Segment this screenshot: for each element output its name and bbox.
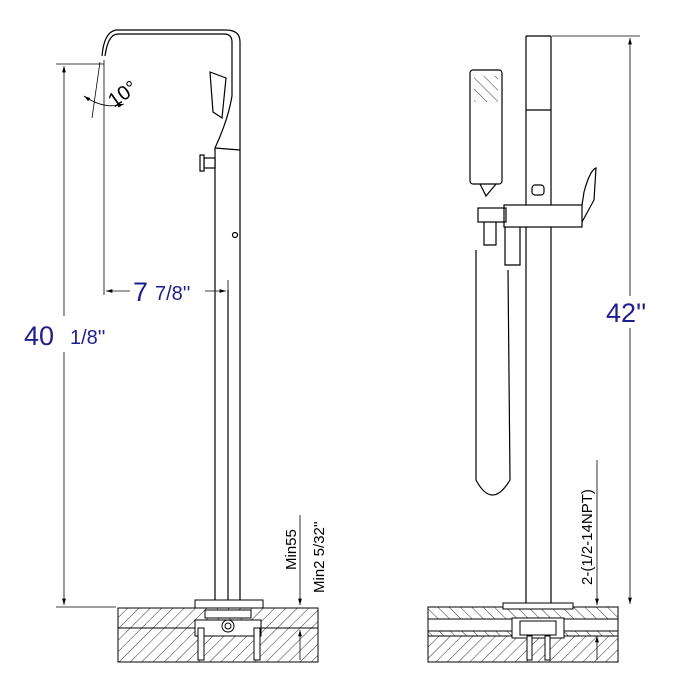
min-mm-label: Min55 xyxy=(283,529,300,570)
handshower-spray-dots xyxy=(474,76,498,102)
height-label-whole: 40 xyxy=(24,321,54,351)
reach-label-fraction: 7/8'' xyxy=(155,283,190,305)
min-in-label: Min2 5/32'' xyxy=(311,521,328,593)
angle-label: 10° xyxy=(104,77,141,112)
height-label-fraction: 1/8'' xyxy=(70,327,105,349)
total-height-label: 42'' xyxy=(606,298,646,328)
left-floor-section xyxy=(117,599,319,663)
reach-label-whole: 7 xyxy=(133,277,148,307)
right-dimension-lines xyxy=(552,35,640,660)
left-dimension-lines xyxy=(56,60,302,660)
left-faucet xyxy=(101,29,241,600)
right-faucet xyxy=(469,35,597,603)
thread-label: 2-(1/2-14NPT) xyxy=(579,489,596,585)
right-floor-section xyxy=(427,602,619,663)
